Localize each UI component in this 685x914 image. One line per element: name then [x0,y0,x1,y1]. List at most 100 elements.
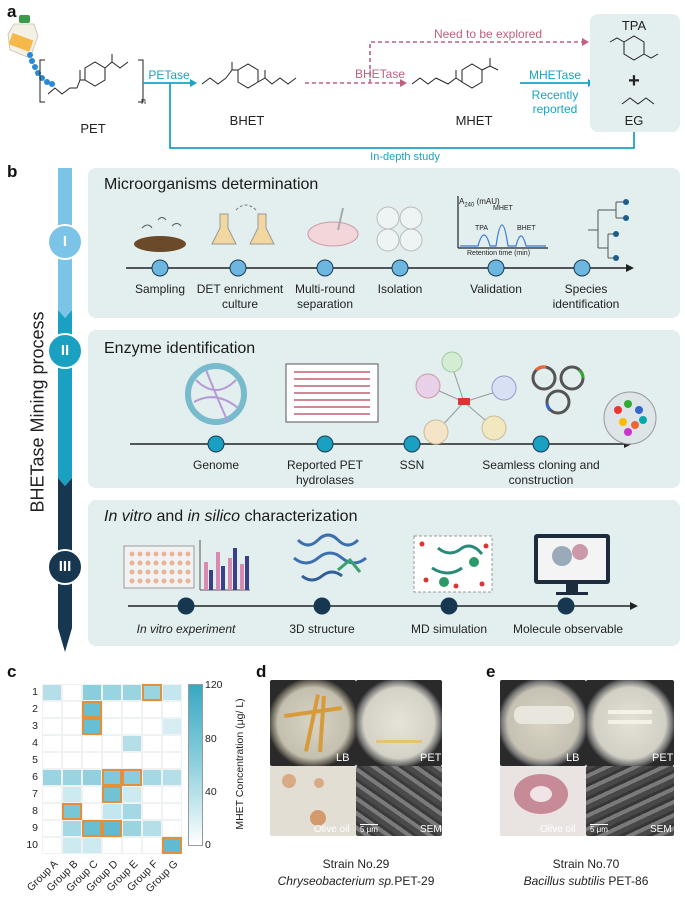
colorbar-tick-40: 40 [205,786,217,798]
heatmap-cell [82,837,102,854]
lb-label: LB [336,752,350,764]
heatmap-cell [62,684,82,701]
heatmap-cell [42,786,62,803]
eg-label: EG [624,113,644,128]
heatmap-row-label: 3 [32,720,38,732]
step-dot [151,259,169,277]
panel-letter-c: c [7,662,17,681]
mining-process-label: BHETase Mining process [27,311,48,513]
stage-i-label: I [62,233,68,250]
heatmap-cell [122,837,142,854]
step-dot [313,597,331,615]
step-in-vitro: In vitro experiment [136,622,236,636]
petri-dish-icon [307,207,359,247]
bhet-structure [201,62,297,89]
monitor-icon [534,534,610,595]
lb-plate-photo [500,680,586,766]
heatmap-cell [102,803,122,820]
chromatogram-icon [457,196,548,249]
panel-letter-d: d [256,662,267,681]
heatmap-cell [162,820,182,837]
heatmap-cell [162,786,182,803]
heatmap-cell [142,735,162,752]
heatmap-cell [102,735,122,752]
heatmap-cell [62,735,82,752]
heatmap-cell [142,684,162,701]
step-dot [573,259,591,277]
protein-structure-icon [293,533,367,582]
bar-graph-icon [199,540,250,591]
heatmap-cell [122,701,142,718]
heatmap-cell [82,735,102,752]
heatmap-cell [142,786,162,803]
strain-70-label: Strain No.70 [552,857,620,871]
heatmap-cell [62,837,82,854]
olive-oil-label: Olive oil [314,824,350,835]
heatmap-cell [142,803,162,820]
step-dot [557,597,575,615]
panel-letter-b: b [7,162,18,181]
heatmap-cell [82,820,102,837]
colorbar [188,684,203,846]
heatmap-row-label: 5 [32,754,38,766]
mining-process-arrow [47,168,83,652]
heatmap-cell [162,735,182,752]
heatmap-cell [102,684,122,701]
scale-bar: 5 μm [360,824,378,834]
heatmap-row-label: 10 [26,839,38,851]
step-dot [391,259,409,277]
step-3d-structure: 3D structure [289,622,355,636]
pet-plate-photo [356,680,442,766]
colorbar-tick-80: 80 [205,733,217,745]
strain-29-label: Strain No.29 [322,857,390,871]
tpa-structure [609,35,659,61]
heatmap-cell [62,752,82,769]
heatmap-cell [162,769,182,786]
heatmap-cell [62,769,82,786]
plus-sign: + [628,70,640,92]
heatmap-cell [102,701,122,718]
step-dot [440,597,458,615]
pet-label: PET [80,121,106,136]
heatmap-cell [62,701,82,718]
heatmap-cell [102,752,122,769]
need-explored-label: Need to be explored [433,27,543,41]
section3-graphics [123,533,638,610]
step-dot [532,435,550,453]
pet-structure [39,54,144,103]
panel-letter-e: e [486,662,496,681]
sequence-alignment-icon [285,363,379,423]
olive-oil-photo [270,766,356,836]
heatmap-cell [102,718,122,735]
heatmap-row-label: 4 [32,737,38,749]
step-multi-round: Multi-round separation [294,282,356,311]
heatmap-cell [82,786,102,803]
section2-graphics [130,351,657,448]
step-seamless-cloning: Seamless cloning and construction [482,458,600,487]
heatmap-cell [122,684,142,701]
tpa-label: TPA [621,18,647,33]
step-ssn: SSN [399,458,425,472]
heatmap-row-label: 6 [32,771,38,783]
heatmap-cell [142,820,162,837]
soil-icon [134,217,186,252]
heatmap-cell [42,701,62,718]
step-dot [207,435,225,453]
peak-bhet: BHET [517,225,536,232]
eg-structure [621,97,655,105]
heatmap-cell [162,803,182,820]
plasmid-icon [531,365,585,415]
scale-bar: 5 μm [590,824,608,834]
ssn-network-icon [415,351,517,445]
heatmap-row-label: 9 [32,822,38,834]
olive-oil-label: Olive oil [540,824,576,835]
bhet-label: BHET [229,113,265,128]
heatmap-cell [82,701,102,718]
heatmap-row-label: 7 [32,788,38,800]
heatmap-cell [42,803,62,820]
heatmap-cell [42,718,62,735]
heatmap-cell [162,752,182,769]
species-29-label: Chryseobacterium sp.PET-29 [277,874,435,888]
n-subscript: n [141,96,147,106]
